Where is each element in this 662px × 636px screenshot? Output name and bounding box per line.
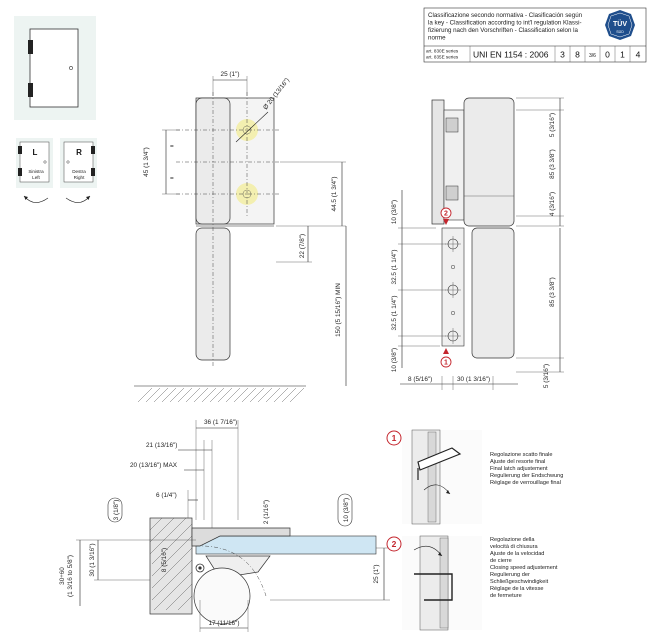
adjust-marker-1: 1 [440,348,452,368]
side-dim-5-top: 5 (3/16") [549,113,556,137]
side-dim-5-bottom: 5 (3/16") [543,364,550,388]
series-830: art. 830E series [426,49,459,54]
plan-dim-30-60-inches: (1 3/16 to 5/8") [67,555,74,597]
adjust-1-number: 1 [392,433,397,443]
right-hand-label-2: Right [74,175,85,180]
standard-label: UNI EN 1154 : 2006 [473,50,549,60]
front-view: 25 (1") Ø 20 (13/16") 45 (1 3/4") = = 44… [134,71,347,403]
marker-1-label: 1 [444,360,448,367]
screw-hole-bottom [445,328,461,344]
door-icon-panel [14,16,96,120]
screw-hole-mid [445,282,461,298]
side-dim-30: 30 (1 3/16") [457,376,490,383]
right-hand-letter: R [76,148,82,157]
grade-5: 1 [620,50,625,60]
side-view: 2 1 5 (3/16") 85 (3 3/8") 4 (3/16") 85 (… [391,97,564,390]
tuv-label: TÜV [613,19,627,28]
plan-dim-20-max: 20 (13/16") MAX [130,462,178,469]
adjust-2-line-8: Réglage de la vitesse [490,586,544,592]
left-hand-icon: L Sinistra Left [16,138,53,203]
adjust-2-line-9: de fermeture [490,593,522,599]
tuv-sub-label: SÜD [616,30,624,34]
side-dim-10-left: 10 (3/8") [391,200,398,224]
side-dim-8: 8 (5/16") [408,376,432,383]
front-dim-diameter: Ø 20 (13/16") [262,77,291,111]
adjust-2-number: 2 [392,539,397,549]
adjustment-2-panel: 2 Regolazione della velocità di chiusura… [386,535,558,631]
right-hand-label-1: Destra [72,169,86,174]
right-hand-icon: R Destra Right [60,138,97,203]
grade-2: 8 [575,50,580,60]
marker-2-label: 2 [444,211,448,218]
adjust-marker-2: 2 [440,207,452,225]
plan-dim-25: 25 (1") [373,565,380,584]
left-hand-label-1: Sinistra [28,169,44,174]
adjust-1-line-3: Final latch adjustement [490,466,548,472]
left-hand-label-2: Left [32,175,40,180]
plan-dim-3: 3 (1/8") [113,500,120,521]
plan-view: 36 (1 7/16") 21 (13/16") 20 (13/16") MAX… [59,419,390,632]
plan-dim-30: 30 (1 3/16") [89,543,96,576]
screw-hole-top [445,236,461,252]
side-dim-32-5-b: 32.5 (1 1/4") [391,296,398,331]
front-equal-mark-1: = [170,143,174,150]
front-dim-150: 150 (5 15/16") MIN [335,283,342,337]
side-dim-10-bottom: 10 (3/8") [391,348,398,372]
adjust-2-line-2: velocità di chiusura [490,544,538,550]
plan-dim-2: 2 (1/16") [263,500,270,524]
plan-dim-8: 8 (5/16") [161,548,168,572]
adjust-2-line-7: Schließgeschwindigkeit [490,579,549,585]
plan-dim-30-60: 30÷60 [59,567,66,585]
adjust-2-line-1: Regolazione della [490,537,535,543]
adjust-1-line-2: Ajuste del resorte final [490,459,545,465]
adjust-1-line-5: Réglage de verrouillage final [490,480,561,486]
adjust-1-line-1: Regolazione scatto finale [490,452,553,458]
adjust-2-line-3: Ajuste de la velocidad [490,551,544,557]
series-835: art. 835E series [426,55,459,60]
front-dim-45: 45 (1 3/4") [143,147,150,177]
left-hand-letter: L [33,148,38,157]
plan-dim-36: 36 (1 7/16") [204,419,237,426]
grade-6: 4 [636,50,641,60]
front-dim-width: 25 (1") [221,71,240,78]
grade-4: 0 [605,50,610,60]
plan-dim-21: 21 (13/16") [146,442,177,449]
front-dim-22: 22 (7/8") [299,234,306,258]
adjust-2-line-5: Closing speed adjustement [490,565,558,571]
side-dim-85-top: 85 (3 3/8") [549,149,556,179]
grade-1: 3 [560,50,565,60]
side-dim-4: 4 (3/16") [549,192,556,216]
classification-line-2: la key - Classification according to int… [428,20,582,27]
plan-dim-6: 6 (1/4") [156,492,177,499]
side-dim-85-bottom: 85 (3 3/8") [549,277,556,307]
classification-line-3: fizierung nach den Vorschriften - Classi… [428,27,579,34]
classification-line-4: norme [428,35,446,42]
grade-3: 3/6 [589,53,596,59]
front-equal-mark-2: = [170,175,174,182]
classification-box: Classificazione secondo normativa - Clas… [423,7,647,63]
adjustment-1-panel: 1 Regolazione scatto finale Ajuste del r… [386,429,563,525]
adjust-2-line-4: de cierre [490,558,512,564]
adjust-2-line-6: Regulierung der [490,572,530,578]
tuv-icon: TÜV SÜD [605,10,635,40]
plan-dim-10: 10 (3/8") [343,498,350,522]
adjust-1-line-4: Regulierung der Endschwung [490,473,563,479]
plan-dim-17: 17 (11/16") [209,620,240,627]
side-dim-32-5-a: 32.5 (1 1/4") [391,250,398,285]
classification-line-1: Classificazione secondo normativa - Clas… [428,12,583,19]
front-dim-44-5: 44.5 (1 3/4") [331,177,338,212]
